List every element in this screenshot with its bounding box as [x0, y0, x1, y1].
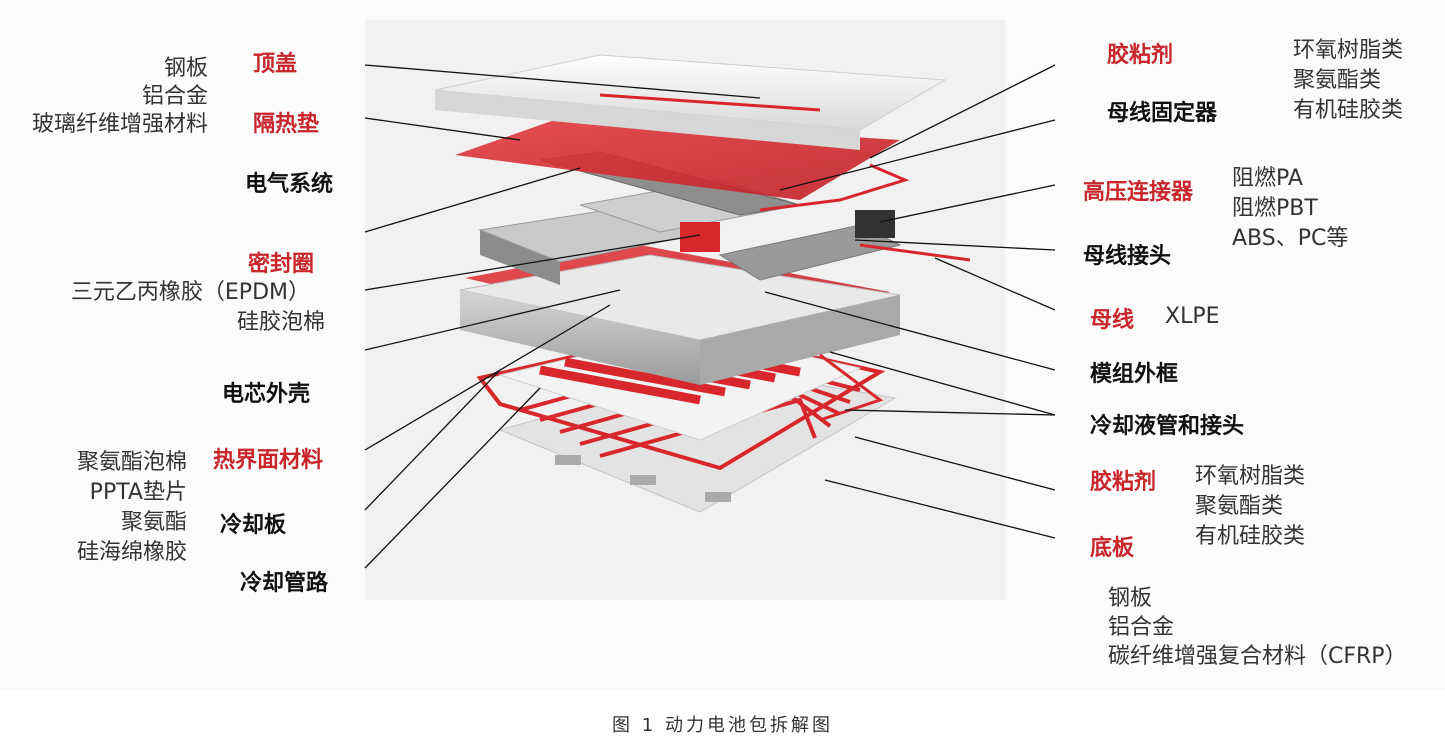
label-cooling-pipes: 冷却管路	[240, 571, 329, 596]
material-steel-right: 钢板	[1108, 586, 1153, 611]
busbar-lines-shape	[759, 163, 971, 422]
material-abs-pc: ABS、PC等	[1232, 226, 1349, 251]
label-thermal-interface: 热界面材料	[213, 448, 324, 473]
material-cfrp: 碳纤维增强复合材料（CFRP）	[1108, 644, 1407, 669]
material-glass-fiber: 玻璃纤维增强材料	[31, 112, 208, 137]
exploded-diagram: 钢板 铝合金 玻璃纤维增强材料 三元乙丙橡胶（EPDM） 硅胶泡棉 聚氨酯泡棉 …	[31, 38, 1407, 669]
label-bottom-plate: 底板	[1090, 536, 1135, 561]
material-polyurethane: 聚氨酯	[120, 510, 187, 535]
label-top-cover: 顶盖	[253, 52, 298, 77]
material-pu-foam: 聚氨酯泡棉	[76, 450, 187, 475]
figure-caption: 图 1 动力电池包拆解图	[612, 715, 833, 736]
material-silicone-top: 有机硅胶类	[1293, 98, 1404, 123]
material-aluminum-right: 铝合金	[1108, 615, 1175, 640]
material-epoxy-bottom: 环氧树脂类	[1195, 464, 1306, 489]
label-module-frame: 模组外框	[1090, 362, 1179, 387]
label-adhesive-bottom: 胶粘剂	[1090, 470, 1157, 495]
material-xlpe: XLPE	[1165, 304, 1220, 329]
label-cooling-plate: 冷却板	[220, 513, 287, 538]
material-fr-pbt: 阻燃PBT	[1232, 196, 1318, 221]
material-silicone-sponge: 硅海绵橡胶	[76, 540, 187, 565]
label-adhesive-top: 胶粘剂	[1107, 43, 1174, 68]
label-coolant-pipes-joints: 冷却液管和接头	[1090, 414, 1245, 439]
label-cell-housing: 电芯外壳	[222, 382, 311, 407]
label-busbar-holder: 母线固定器	[1107, 101, 1218, 126]
label-electrical-system: 电气系统	[245, 172, 334, 197]
material-steel-left: 钢板	[163, 56, 208, 81]
material-pu-top: 聚氨酯类	[1293, 68, 1382, 93]
label-hv-connector: 高压连接器	[1083, 180, 1194, 205]
leader-lines	[364, 64, 1056, 569]
label-busbar: 母线	[1090, 308, 1135, 333]
material-aluminum-left: 铝合金	[141, 84, 208, 109]
material-ppta-pad: PPTA垫片	[89, 480, 187, 505]
module-blocks-shape	[478, 179, 902, 285]
label-insulation-pad: 隔热垫	[253, 112, 320, 137]
material-silicone-bottom: 有机硅胶类	[1195, 524, 1306, 549]
material-silicone-foam: 硅胶泡棉	[236, 310, 325, 335]
material-epdm: 三元乙丙橡胶（EPDM）	[70, 280, 310, 305]
material-fr-pa: 阻燃PA	[1232, 166, 1303, 191]
material-epoxy-top: 环氧树脂类	[1293, 38, 1404, 63]
label-seal-ring: 密封圈	[248, 252, 315, 277]
battery-pack-illustration	[364, 54, 1056, 569]
label-busbar-joint: 母线接头	[1083, 244, 1172, 269]
material-pu-bottom: 聚氨酯类	[1195, 494, 1284, 519]
